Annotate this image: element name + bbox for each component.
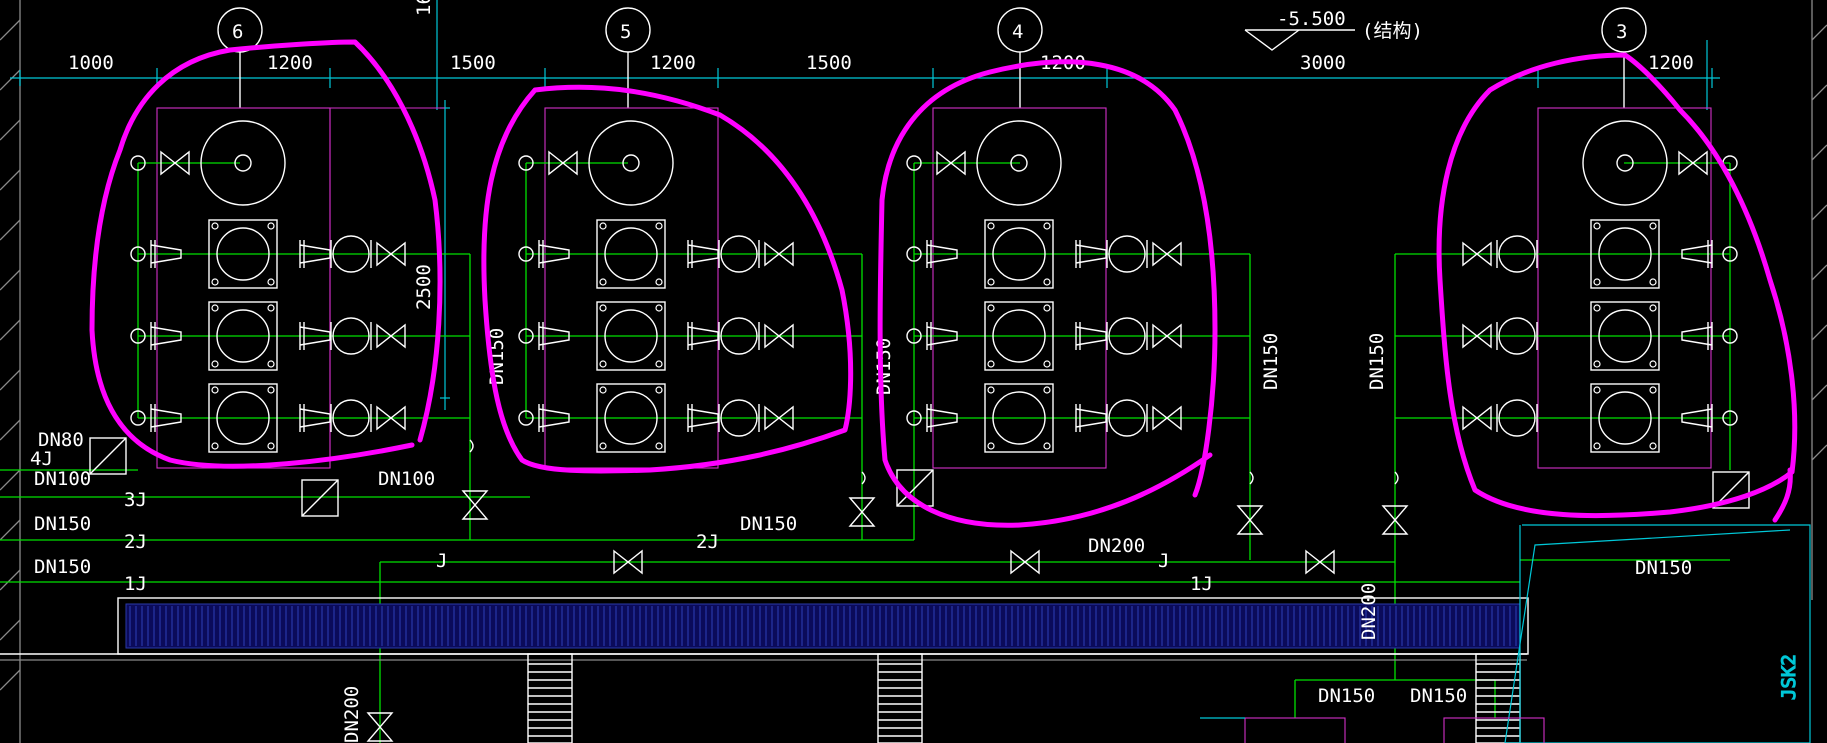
pipe-labels: DN80 DN100 DN100 DN150 DN150 DN150 DN200… — [34, 328, 1692, 743]
annotation-loop-4 — [877, 59, 1218, 528]
elevation-marker: -5.500 (结构) — [1244, 8, 1423, 51]
main-line-valves — [367, 439, 1408, 742]
pump-group-4 — [906, 120, 1181, 452]
bottom-frames — [1200, 717, 1545, 743]
dimension-texts: 1000 1200 1500 1200 1500 1200 3000 1200 … — [68, 0, 1694, 310]
label-dn150-left-a: DN150 — [34, 513, 91, 535]
code-1j-a: 1J — [124, 573, 147, 595]
code-2j-a: 2J — [124, 531, 147, 553]
label-dn150-right: DN150 — [1635, 557, 1692, 579]
svg-text:3: 3 — [1616, 21, 1627, 43]
label-dn150-bottom-1: DN150 — [1318, 685, 1375, 707]
label-dn80: DN80 — [38, 429, 84, 451]
annotation-loop-5 — [481, 84, 854, 474]
pump-group-3 — [1463, 120, 1738, 452]
equipment-frames — [156, 107, 1712, 469]
axis-marker-6: 6 — [217, 7, 263, 108]
code-j-1: J — [436, 550, 447, 572]
svg-text:4: 4 — [1012, 21, 1023, 43]
code-4j: 4J — [30, 448, 53, 470]
code-2j-b: 2J — [696, 531, 719, 553]
dim-1000: 1000 — [68, 52, 114, 74]
tank-label: JSK2 — [1778, 654, 1800, 700]
label-riser-3b: DN150 — [1366, 333, 1388, 390]
dim-1200-d: 1200 — [1648, 52, 1694, 74]
dim-1500-b: 1500 — [806, 52, 852, 74]
code-j-2: J — [1158, 550, 1169, 572]
code-3j: 3J — [124, 489, 147, 511]
axis-marker-4: 4 — [997, 7, 1043, 108]
axis-marker-3: 3 — [1601, 7, 1647, 108]
left-wall-hatch — [0, 0, 21, 743]
dim-2500: 2500 — [413, 264, 435, 310]
dim-1200-a: 1200 — [267, 52, 313, 74]
label-riser-3: DN150 — [1260, 333, 1282, 390]
dim-1500-a: 1500 — [450, 52, 496, 74]
label-dn150-bottom-2: DN150 — [1410, 685, 1467, 707]
axis-markers: 6 5 4 3 — [217, 7, 1647, 108]
svg-text:5: 5 — [620, 21, 631, 43]
annotation-loops — [89, 39, 1798, 528]
label-dn200-bottom: DN200 — [341, 686, 363, 743]
axis-marker-5: 5 — [605, 7, 651, 108]
pump-group-5 — [518, 120, 793, 452]
trench-platform — [0, 597, 1529, 743]
dim-3000: 3000 — [1300, 52, 1346, 74]
label-dn200-riser: DN200 — [1358, 583, 1380, 640]
label-dn100-left: DN100 — [34, 468, 91, 490]
pump-group-6 — [130, 120, 405, 452]
elevation-value: -5.500 — [1277, 8, 1346, 30]
dim-top-partial: 16 — [413, 0, 435, 16]
elevation-note: (结构) — [1362, 20, 1423, 42]
label-dn200-mid: DN200 — [1088, 535, 1145, 557]
dimension-line — [10, 0, 1720, 410]
svg-text:6: 6 — [232, 21, 243, 43]
right-wall-hatch — [1811, 0, 1827, 600]
label-dn100-mid: DN100 — [378, 468, 435, 490]
tank-jsk2: JSK2 — [1504, 524, 1811, 743]
annotation-loop-3 — [1436, 52, 1798, 519]
label-riser-4: DN150 — [873, 338, 895, 395]
code-1j-b: 1J — [1190, 573, 1213, 595]
annotation-loop-6 — [89, 39, 443, 469]
label-dn150-mid: DN150 — [740, 513, 797, 535]
dim-1200-b: 1200 — [650, 52, 696, 74]
pipe-network — [0, 162, 1731, 743]
label-dn150-left-b: DN150 — [34, 556, 91, 578]
line-codes: 4J 3J 2J 2J 1J 1J J J — [30, 448, 1213, 595]
